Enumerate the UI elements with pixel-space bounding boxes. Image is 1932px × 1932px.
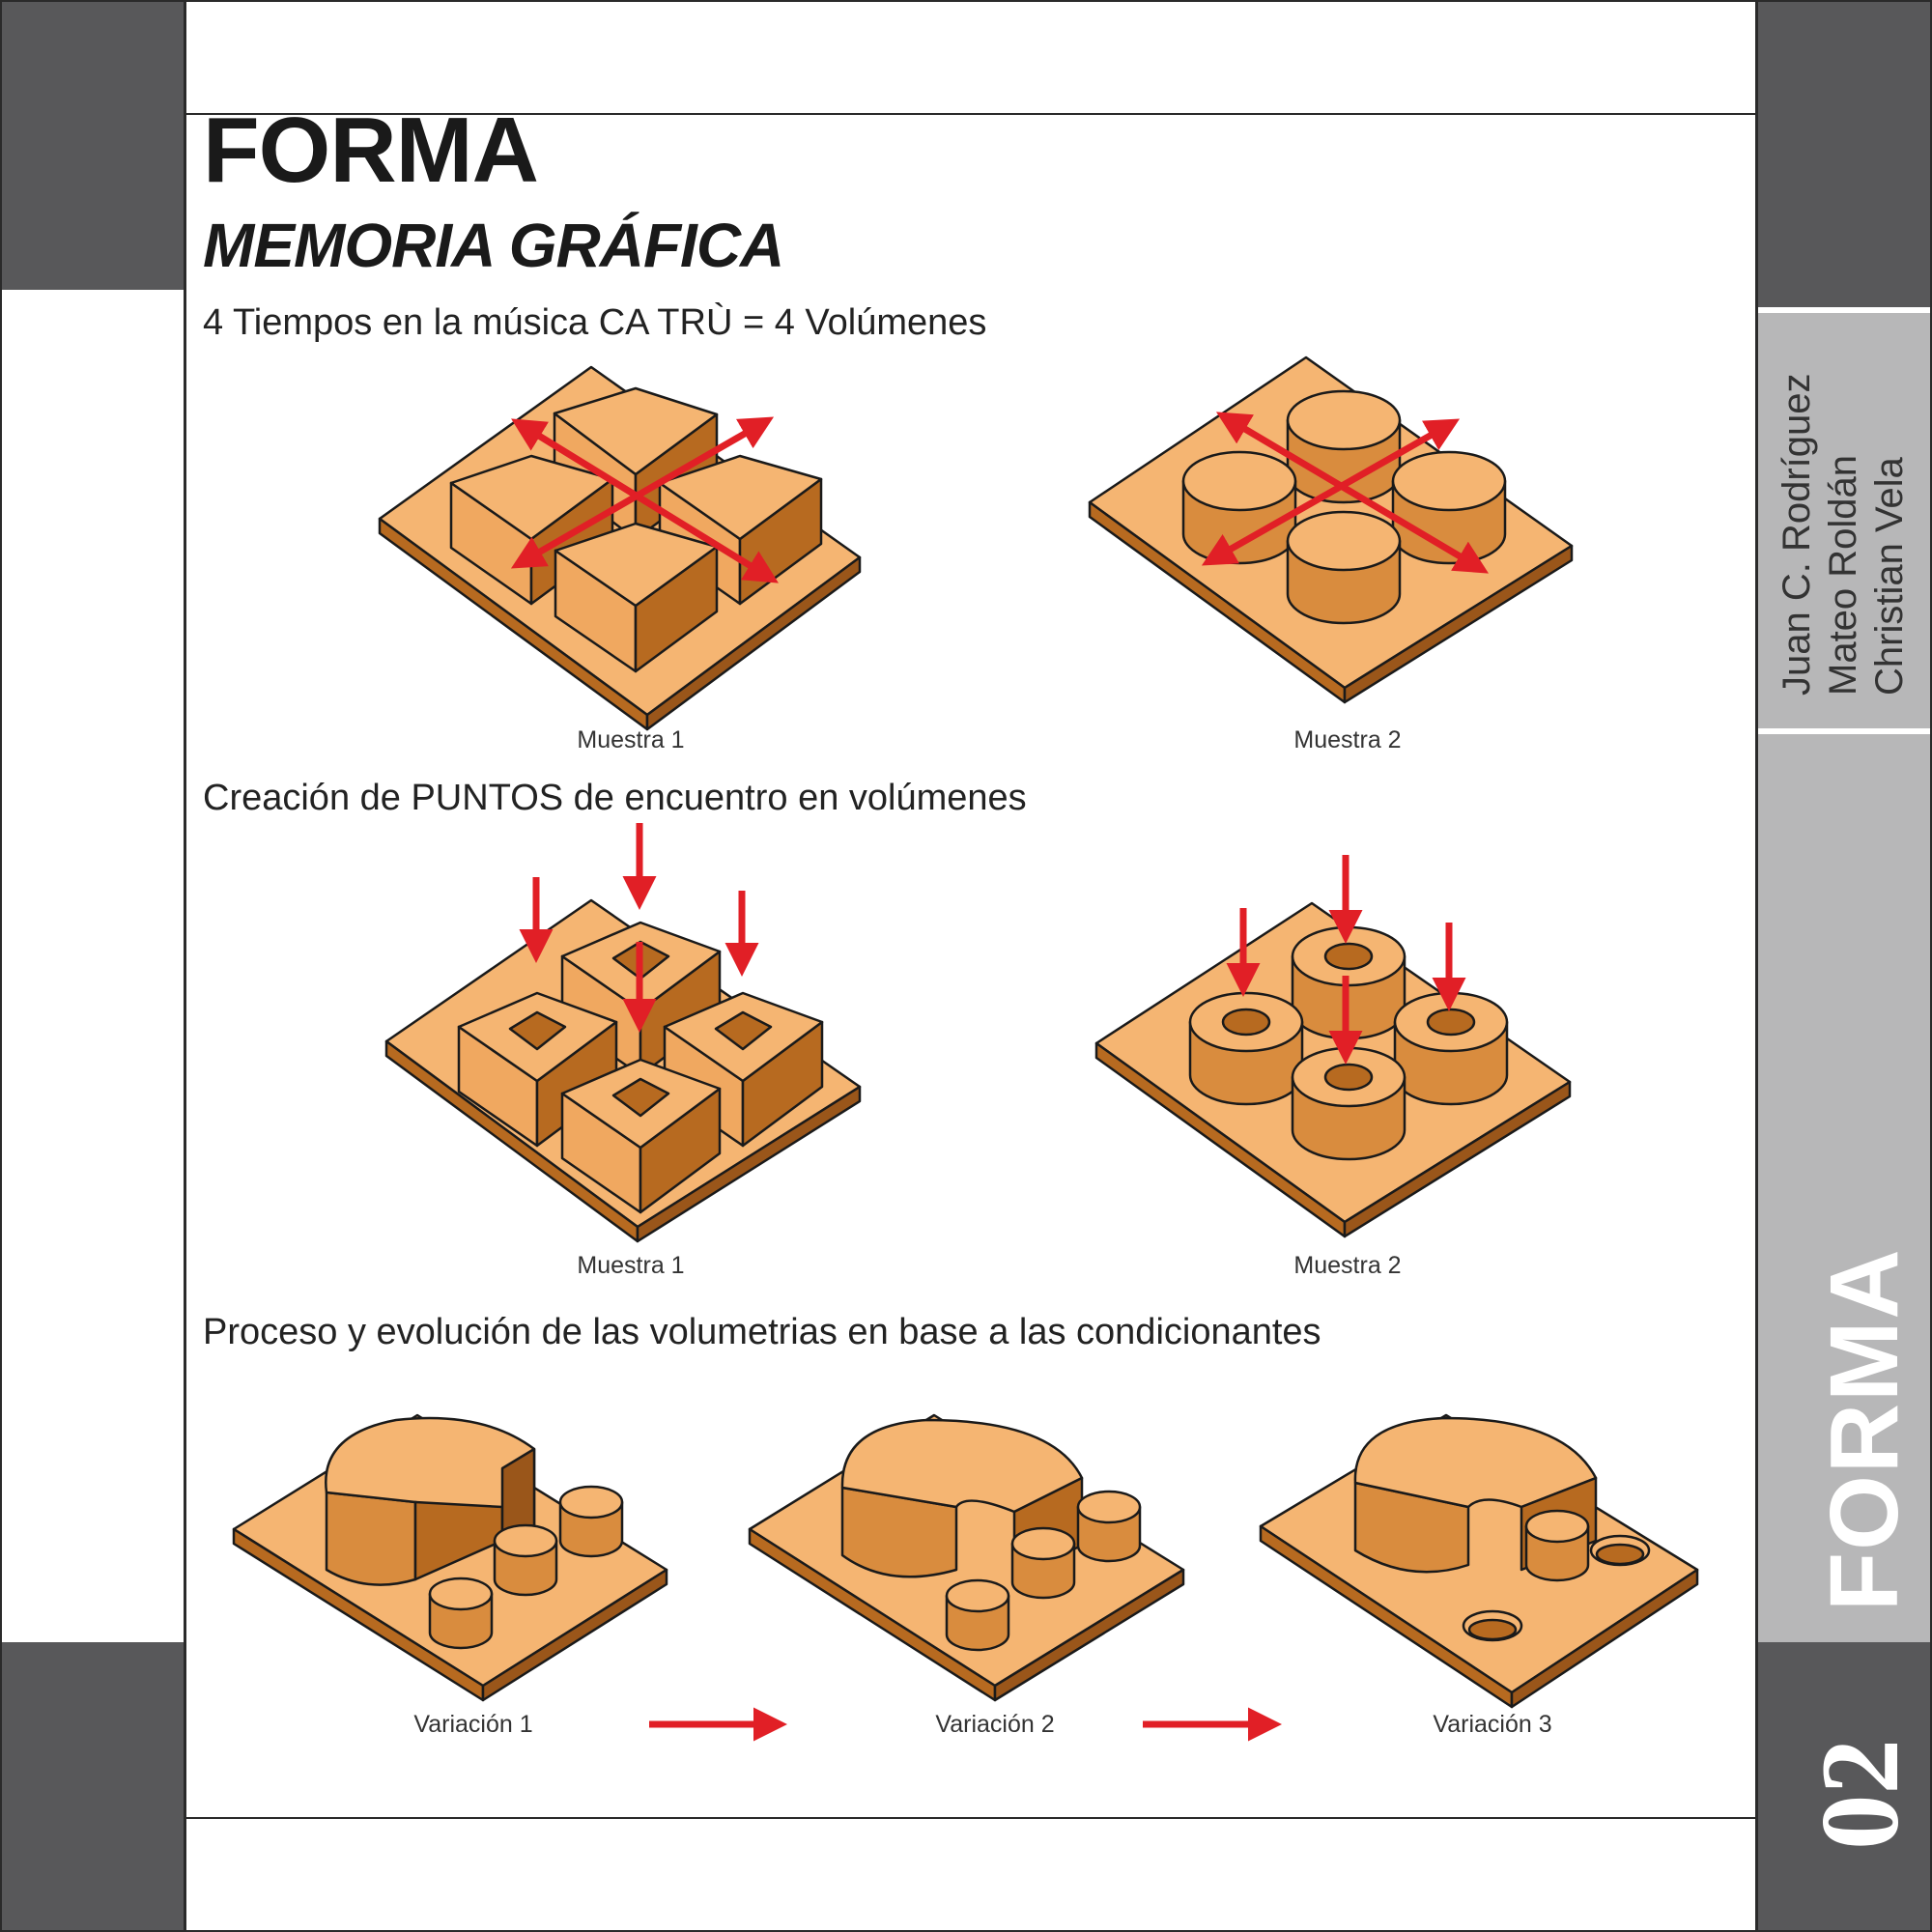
page-subtitle: MEMORIA GRÁFICA: [203, 211, 784, 280]
model-variacion-2: [748, 1413, 1185, 1702]
caption-variacion-3: Variación 3: [1433, 1711, 1552, 1738]
caption-variacion-2: Variación 2: [935, 1711, 1055, 1738]
caption-muestra-1-mid: Muestra 1: [577, 1252, 685, 1279]
arrow-diag-b1: [510, 416, 775, 569]
caption-muestra-1-top: Muestra 1: [577, 726, 685, 753]
content-right-rule: [1755, 0, 1758, 1932]
model-variacion-1: [232, 1413, 668, 1702]
arrow-diag-b2: [1201, 418, 1461, 566]
content-bottom-rule: [184, 1817, 1758, 1819]
caption-muestra-2-top: Muestra 2: [1293, 726, 1402, 753]
right-band-section: [1758, 734, 1932, 1642]
right-band-bottom: [1758, 1642, 1932, 1932]
content-left-rule: [184, 0, 186, 1932]
section-heading-process: Proceso y evolución de las volumetrias e…: [203, 1312, 1321, 1352]
caption-muestra-2-mid: Muestra 2: [1293, 1252, 1402, 1279]
model-variacion-3: [1259, 1413, 1699, 1709]
arrows: [510, 412, 1490, 1742]
model-hollow-cubes: [384, 898, 862, 1243]
section-heading-volumes: 4 Tiempos en la música CA TRÙ = 4 Volúme…: [203, 302, 987, 343]
caption-variacion-1: Variación 1: [413, 1711, 533, 1738]
model-cylinders: [1088, 355, 1574, 704]
model-rings: [1094, 901, 1572, 1238]
section-heading-points: Creación de PUNTOS de encuentro en volúm…: [203, 778, 1027, 818]
page-title: FORMA: [203, 99, 539, 202]
left-band-top: [0, 0, 184, 290]
model-cubes: [378, 365, 862, 731]
left-band-bottom: [0, 1642, 184, 1932]
right-band-top: [1758, 0, 1932, 307]
right-band-authors: [1758, 313, 1932, 728]
content-top-rule: [184, 113, 1758, 115]
